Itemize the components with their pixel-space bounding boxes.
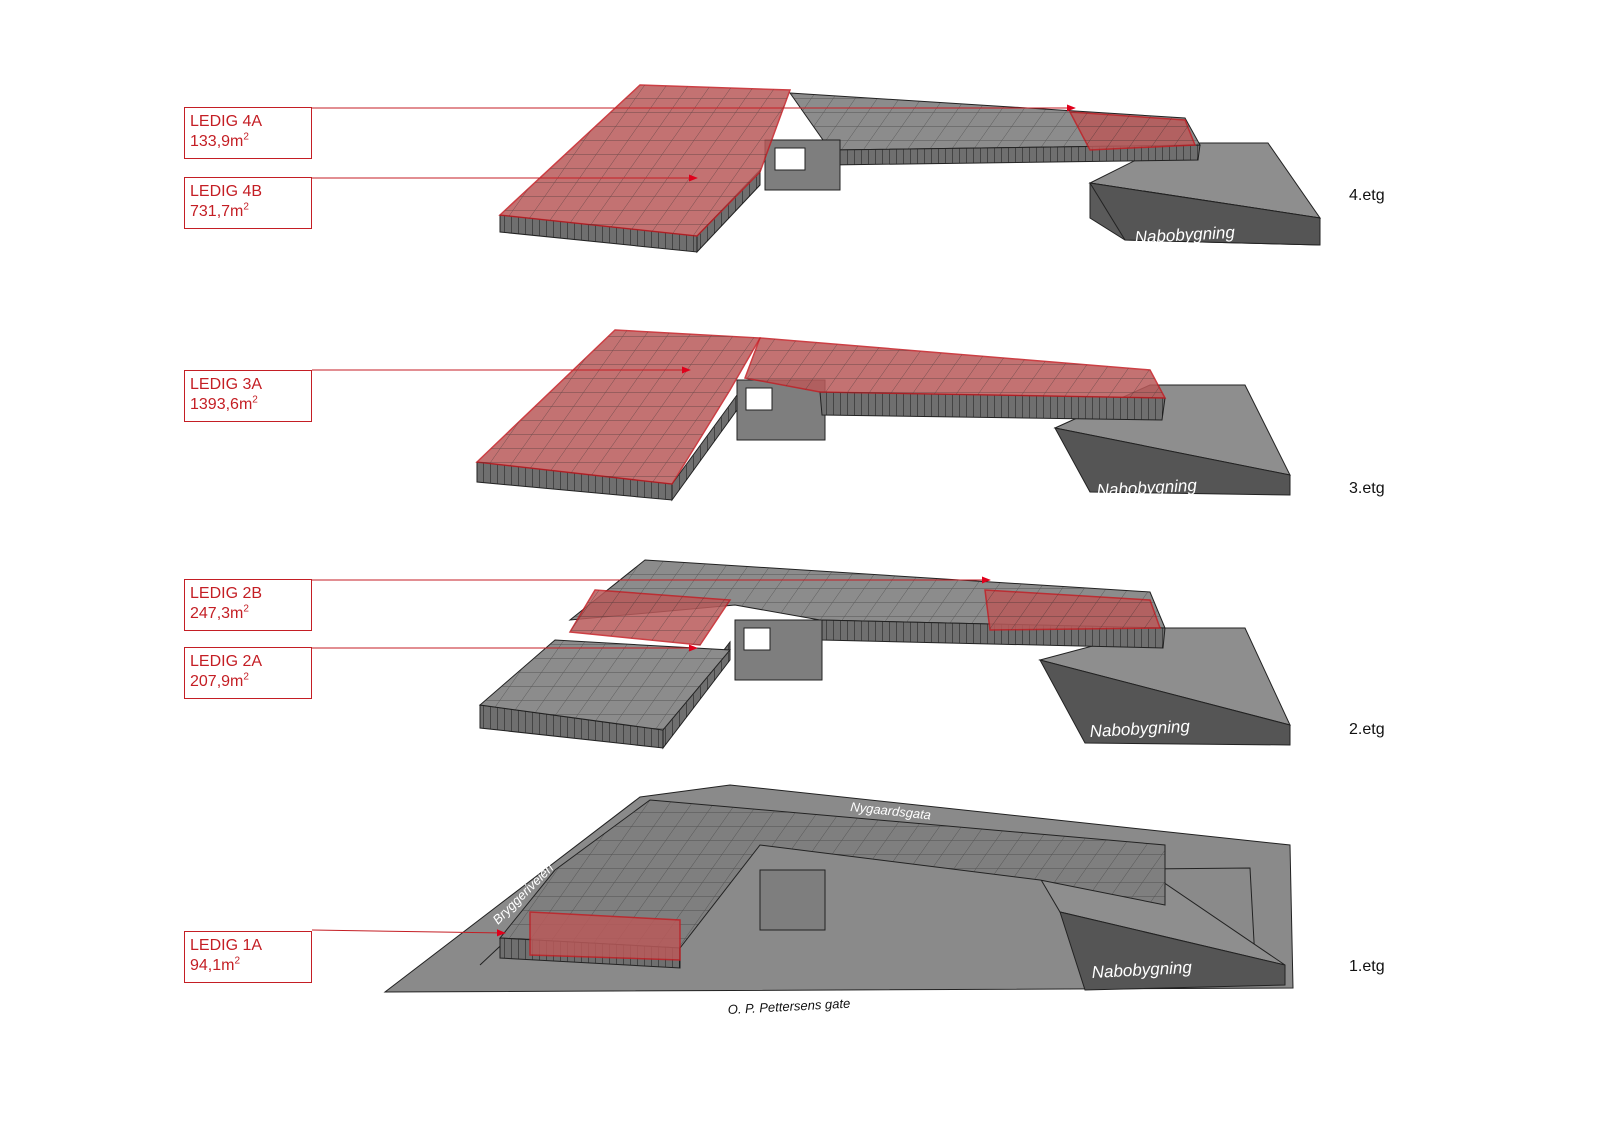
street-label-op-pettersens-gate: O. P. Pettersens gate: [727, 996, 850, 1017]
unit-title: LEDIG 4B: [190, 183, 263, 200]
floor-label-1: 1.etg: [1349, 958, 1385, 975]
unit-label-1a: LEDIG 1A 94,1m2: [184, 931, 312, 983]
floor-4-model: [498, 84, 1322, 254]
unit-title: LEDIG 2B: [190, 585, 263, 602]
unit-title: LEDIG 1A: [190, 937, 263, 954]
floor-2-model: [478, 559, 1291, 750]
unit-title: LEDIG 3A: [190, 376, 263, 393]
neighbor-building-2: [1038, 627, 1291, 746]
unit-area: 247,3m2: [190, 603, 249, 622]
unit-area: 133,9m2: [190, 131, 249, 150]
floor-1-model: [383, 784, 1294, 993]
leader-lines: [311, 104, 1076, 937]
floor-label-2: 2.etg: [1349, 721, 1385, 738]
floor-label-3: 3.etg: [1349, 480, 1385, 497]
unit-label-4a: LEDIG 4A 133,9m2: [184, 107, 312, 159]
unit-area: 1393,6m2: [190, 394, 258, 413]
floor-3-model: [475, 329, 1291, 502]
unit-area: 207,9m2: [190, 671, 249, 690]
neighbor-label-3: Nabobygning: [1096, 476, 1198, 500]
unit-label-4b: LEDIG 4B 731,7m2: [184, 177, 312, 229]
neighbor-label-4: Nabobygning: [1134, 223, 1236, 247]
unit-label-2b: LEDIG 2B 247,3m2: [184, 579, 312, 631]
unit-label-3a: LEDIG 3A 1393,6m2: [184, 370, 312, 422]
unit-area: 94,1m2: [190, 955, 241, 974]
unit-title: LEDIG 2A: [190, 653, 263, 670]
unit-label-2a: LEDIG 2A 207,9m2: [184, 647, 312, 699]
floor-label-4: 4.etg: [1349, 187, 1385, 204]
unit-title: LEDIG 4A: [190, 113, 263, 130]
unit-area: 731,7m2: [190, 201, 249, 220]
neighbor-building-4: [1088, 142, 1322, 246]
